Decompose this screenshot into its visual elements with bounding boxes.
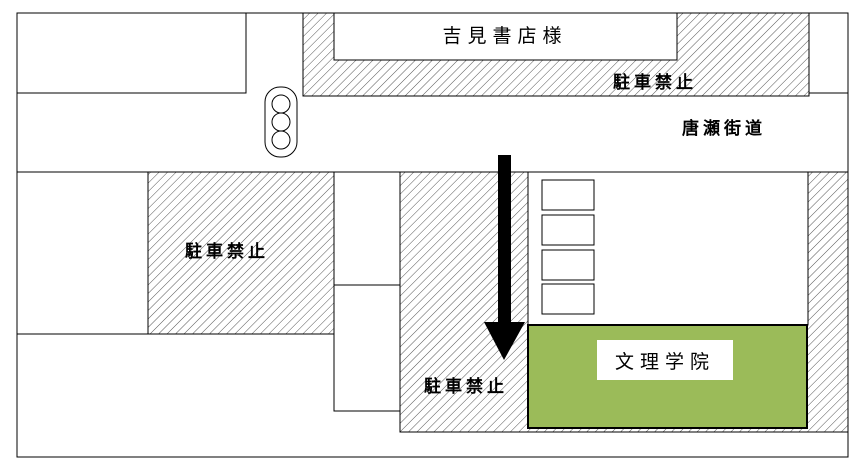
traffic-light-icon bbox=[264, 86, 298, 158]
no-parking-zone-left bbox=[147, 171, 335, 335]
no-parking-label-top: 駐車禁止 bbox=[613, 72, 697, 93]
no-parking-label-left: 駐車禁止 bbox=[185, 241, 269, 262]
parking-space bbox=[541, 249, 595, 281]
parking-space bbox=[541, 179, 595, 211]
shop-label: 吉見書店様 bbox=[442, 25, 567, 47]
arrow-down-icon bbox=[484, 155, 525, 360]
top-right-building bbox=[808, 12, 849, 94]
bottom-left-building bbox=[16, 171, 149, 335]
school-label: 文理学院 bbox=[615, 351, 715, 373]
small-building-lower bbox=[333, 284, 401, 412]
small-building-upper bbox=[333, 171, 401, 286]
top-left-building bbox=[16, 12, 247, 94]
parking-space bbox=[541, 214, 595, 246]
street-label: 唐瀬街道 bbox=[682, 118, 766, 139]
parking-space bbox=[541, 283, 595, 315]
school-sign bbox=[597, 340, 733, 380]
shop-building bbox=[333, 12, 678, 61]
no-parking-label-center: 駐車禁止 bbox=[424, 376, 508, 397]
